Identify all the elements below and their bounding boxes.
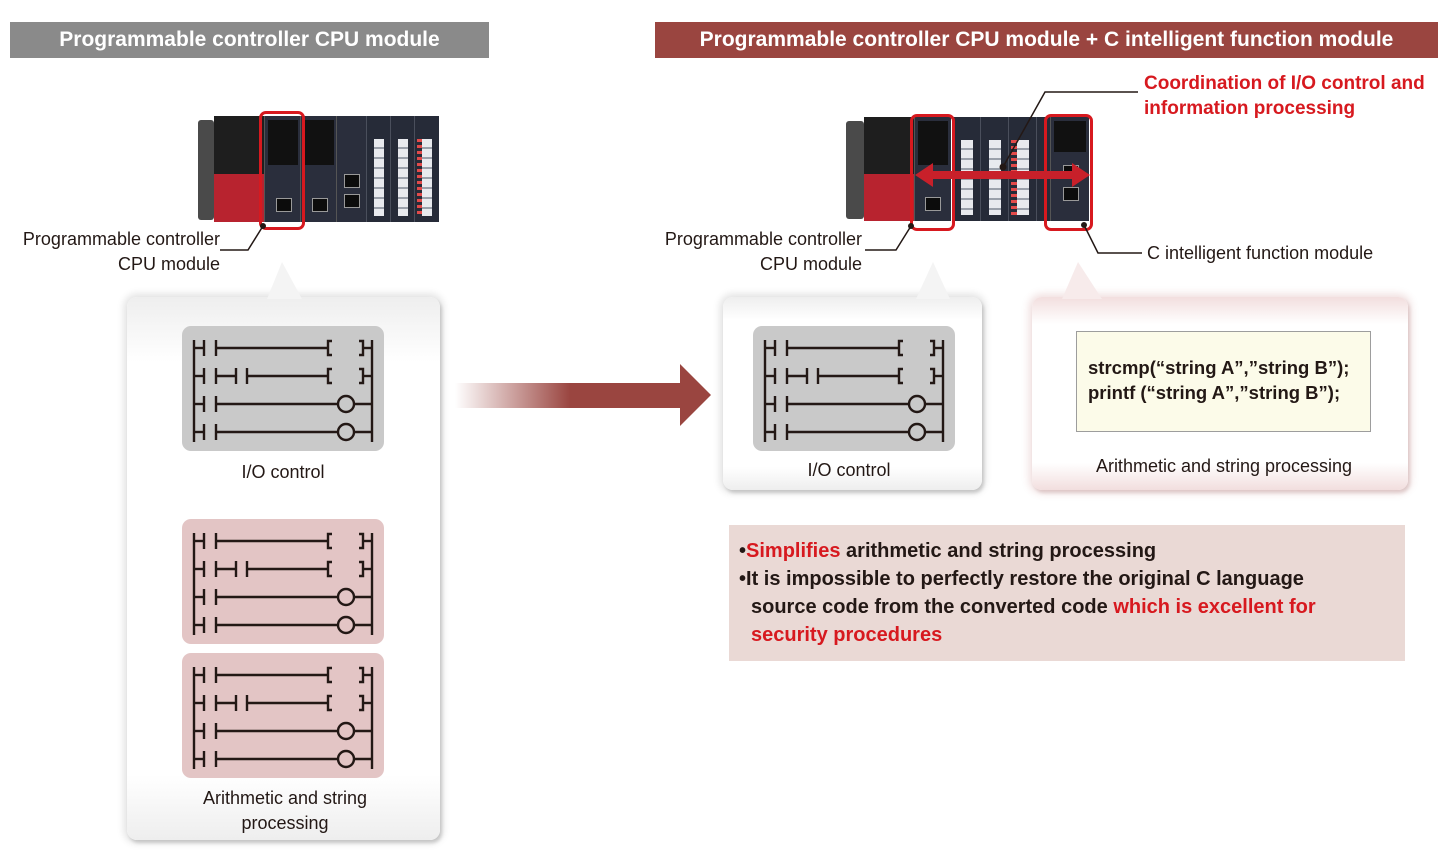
- c-module-callout-line: [1081, 222, 1142, 254]
- ladder-diagram-io: [182, 326, 384, 451]
- ladder-svg: [763, 339, 945, 442]
- power-supply-module: [214, 116, 264, 222]
- c-module-label: C intelligent function module: [1147, 243, 1374, 263]
- ladder-rung: [194, 339, 372, 357]
- io-module: [414, 116, 439, 222]
- ladder-diagram-arith-2: [182, 653, 384, 778]
- coordination-label: Coordination of I/O control and informat…: [1144, 73, 1425, 119]
- ladder-rung: [765, 422, 943, 442]
- rack-base: [846, 121, 864, 219]
- arith-caption-left: Arithmetic and string processing: [202, 788, 368, 833]
- ladder-rung: [194, 367, 372, 385]
- ladder-rung: [194, 721, 372, 741]
- io-control-caption-left: I/O control: [241, 462, 325, 482]
- ladder-rung: [194, 666, 372, 684]
- benefit-2-cont: source code from the converted code whic…: [751, 596, 1316, 618]
- ladder-svg: [192, 339, 374, 442]
- ladder-svg: [192, 666, 374, 769]
- power-supply-module: [864, 117, 914, 221]
- benefit-2-cont2: security procedures: [751, 624, 943, 646]
- io-module: [366, 116, 391, 222]
- benefits-box: •Simplifies arithmetic and string proces…: [729, 525, 1405, 661]
- ladder-rung: [765, 367, 943, 385]
- io-control-caption-right: I/O control: [807, 460, 891, 480]
- rack-base: [198, 120, 214, 220]
- cpu-module-label-right: Programmable controller CPU module: [664, 229, 862, 274]
- cpu-module: [264, 116, 301, 222]
- ladder-rung: [765, 339, 943, 357]
- c-intelligent-function-module: [1050, 117, 1089, 221]
- coil-icon: [907, 422, 927, 442]
- right-panel-title: Programmable controller CPU module + C i…: [655, 22, 1438, 58]
- network-module: [336, 116, 367, 222]
- coil-icon: [336, 394, 356, 414]
- ladder-rung: [194, 532, 372, 550]
- ladder-rung: [194, 749, 372, 769]
- coil-icon: [336, 422, 356, 442]
- ladder-rung: [194, 394, 372, 414]
- coil-icon: [336, 615, 356, 635]
- extension-module: [300, 116, 337, 222]
- cpu-module-highlight: [259, 111, 305, 230]
- arith-caption-right: Arithmetic and string processing: [1095, 456, 1353, 476]
- benefit-1: •Simplifies arithmetic and string proces…: [739, 540, 1157, 562]
- code-line-printf: printf (“string A”,”string B”);: [1088, 382, 1341, 403]
- coordination-callout-line: [999, 91, 1138, 171]
- right-arrow-icon: [455, 364, 711, 426]
- coil-icon: [336, 749, 356, 769]
- c-code-box: strcmp(“string A”,”string B”); printf (“…: [1076, 331, 1371, 432]
- code-line-strcmp: strcmp(“string A”,”string B”);: [1088, 357, 1350, 378]
- cpu-callout-line-right: [865, 223, 914, 251]
- io-module: [390, 116, 415, 222]
- ladder-diagram-arith-1: [182, 519, 384, 644]
- ladder-rung: [194, 615, 372, 635]
- right-cpu-bubble-tail: [916, 262, 950, 299]
- ladder-rung: [194, 422, 372, 442]
- coil-icon: [336, 587, 356, 607]
- ladder-rung: [194, 587, 372, 607]
- ladder-rung: [194, 560, 372, 578]
- ladder-rung: [194, 694, 372, 712]
- coil-icon: [907, 394, 927, 414]
- left-panel-title: Programmable controller CPU module: [10, 22, 489, 58]
- c-module-bubble-tail: [1062, 262, 1102, 299]
- coil-icon: [336, 721, 356, 741]
- coordination-double-arrow-icon: [915, 163, 1090, 187]
- io-module: [1036, 117, 1051, 221]
- left-bubble-tail: [267, 262, 302, 299]
- benefit-2: •It is impossible to perfectly restore t…: [739, 568, 1304, 590]
- cpu-callout-line: [220, 223, 266, 251]
- ladder-rung: [765, 394, 943, 414]
- plc-rack-left: [198, 116, 439, 224]
- ladder-diagram-io-right: [753, 326, 955, 451]
- ladder-svg: [192, 532, 374, 635]
- cpu-module-label-left: Programmable controller CPU module: [22, 229, 220, 274]
